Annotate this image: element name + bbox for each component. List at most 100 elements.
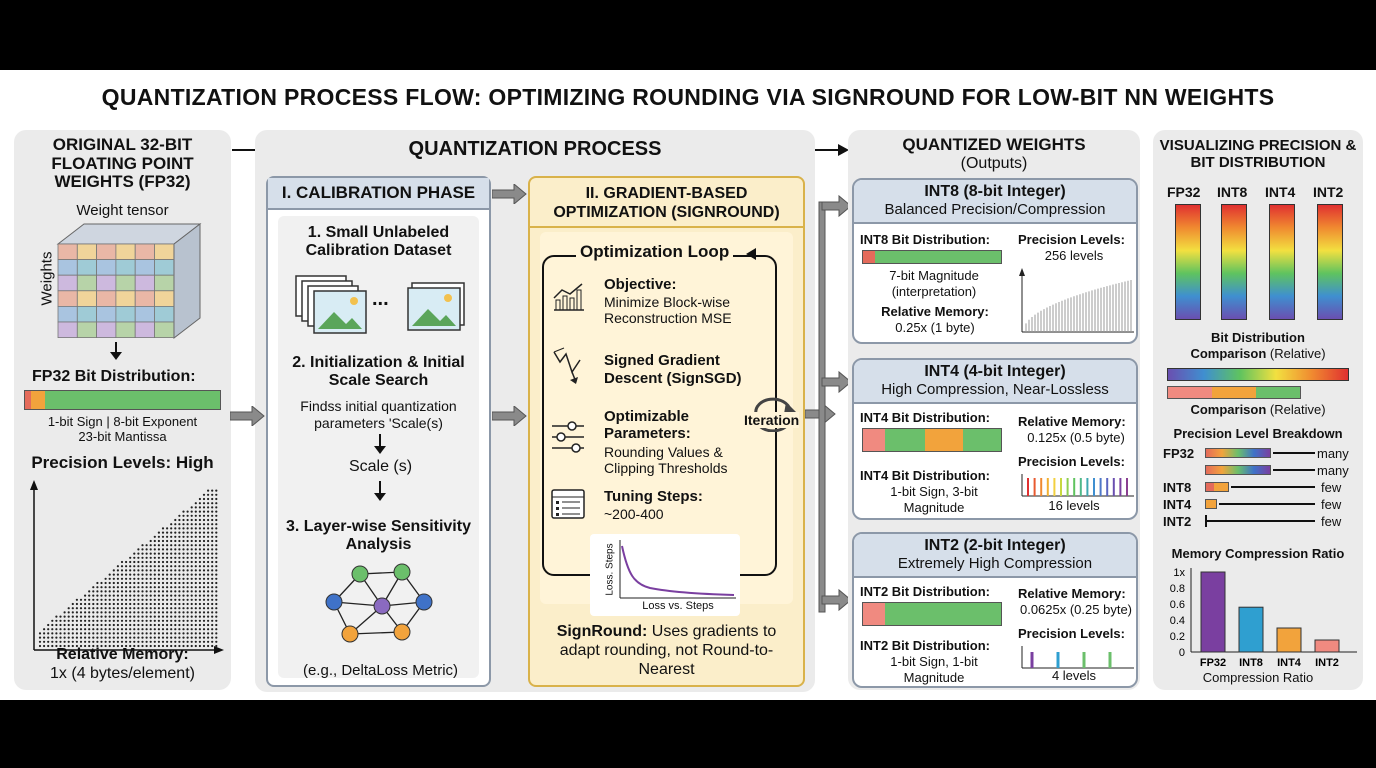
precision-dot — [198, 506, 201, 509]
precision-dot — [75, 619, 78, 622]
precision-dot — [63, 611, 66, 614]
precision-dot — [38, 640, 42, 643]
precision-dot — [170, 611, 173, 614]
precision-dot — [194, 623, 197, 627]
precision-dot — [108, 632, 111, 635]
precision-dot — [190, 644, 193, 648]
precision-dot — [51, 644, 54, 648]
int8-spectrum-bar — [1221, 204, 1247, 320]
precision-dot — [92, 628, 95, 631]
bit-dist-sub-bold: Comparison — [1190, 346, 1267, 361]
col-label-int4: INT4 — [1265, 184, 1296, 200]
precision-dot — [174, 632, 177, 635]
precision-dot — [129, 628, 132, 631]
precision-dot — [125, 619, 128, 622]
precision-dot — [153, 602, 156, 606]
precision-dot — [161, 527, 165, 530]
precision-dot — [141, 569, 144, 572]
precision-dot — [207, 531, 210, 534]
precision-dot — [198, 594, 201, 597]
breakdown-value-2: few — [1321, 480, 1342, 495]
ratio-bar-int8 — [1238, 606, 1264, 653]
precision-dot — [161, 544, 165, 547]
precision-dot — [198, 632, 201, 635]
precision-dot — [202, 640, 206, 643]
precision-dot — [125, 615, 128, 618]
precision-dot — [145, 602, 148, 606]
precision-dot — [190, 539, 193, 543]
precision-dot — [211, 577, 214, 580]
precision-dot — [174, 548, 177, 551]
precision-dot — [120, 565, 124, 568]
comparison-label-bold: Comparison — [1190, 402, 1267, 417]
precision-dot — [120, 636, 124, 639]
precision-dot — [47, 636, 50, 639]
precision-dot — [170, 615, 173, 618]
precision-dot — [166, 628, 169, 631]
precision-dot — [198, 565, 201, 568]
precision-dot — [67, 628, 70, 631]
precision-dot — [149, 640, 152, 643]
flow-arrow-2 — [492, 184, 527, 204]
precision-dot — [92, 594, 95, 597]
precision-dot — [161, 573, 165, 576]
precision-dot — [178, 514, 181, 517]
precision-dot — [145, 615, 148, 618]
precision-dot — [174, 644, 177, 648]
precision-dot — [182, 527, 185, 530]
precision-dot — [84, 632, 87, 635]
precision-dot — [215, 548, 218, 551]
int8-levels: 256 levels — [1044, 248, 1104, 263]
precision-dot — [149, 586, 152, 589]
precision-dot — [186, 565, 189, 568]
precision-dot — [182, 632, 185, 635]
precision-dot — [161, 607, 165, 610]
precision-dot — [194, 577, 197, 580]
precision-dot — [186, 560, 189, 564]
precision-dot — [174, 577, 177, 580]
precision-dot — [215, 560, 218, 564]
precision-dot — [84, 628, 87, 631]
precision-dot — [116, 607, 119, 610]
int4-memory-label: Relative Memory: — [1018, 414, 1126, 429]
precision-dot — [211, 598, 214, 601]
precision-dot — [215, 581, 218, 585]
precision-dot — [190, 615, 193, 618]
precision-dot — [194, 544, 197, 547]
precision-dot — [161, 640, 165, 643]
precision-dot — [182, 586, 185, 589]
precision-dot — [145, 569, 148, 572]
precision-dot — [198, 539, 201, 543]
diagram-canvas: QUANTIZATION PROCESS FLOW: OPTIMIZING RO… — [0, 70, 1376, 700]
precision-dot — [194, 552, 197, 555]
precision-dot — [96, 602, 99, 606]
precision-dot — [215, 644, 218, 648]
spectrum-comparison-bar — [1167, 368, 1349, 381]
precision-dot — [198, 623, 201, 627]
int8-memory-value: 0.25x (1 byte) — [895, 320, 975, 335]
precision-dot — [112, 619, 115, 622]
precision-dot — [116, 577, 119, 580]
precision-dot — [215, 506, 218, 509]
precision-dot — [198, 611, 201, 614]
precision-dot — [215, 640, 218, 643]
precision-dot — [112, 623, 115, 627]
precision-dot — [202, 523, 206, 526]
precision-dot — [112, 573, 115, 576]
precision-dot — [211, 569, 214, 572]
bit-dist-label: Bit Distribution — [1211, 330, 1305, 345]
precision-dot — [190, 535, 193, 538]
precision-dot — [166, 573, 169, 576]
precision-dot — [153, 565, 156, 568]
precision-dot — [88, 598, 91, 601]
precision-dot — [211, 506, 214, 509]
int8-precision-label: Precision Levels: — [1018, 232, 1125, 247]
precision-dot — [149, 581, 152, 585]
precision-dot — [96, 611, 99, 614]
precision-dot — [170, 586, 173, 589]
precision-dot — [129, 565, 132, 568]
precision-dot — [84, 619, 87, 622]
precision-dot — [174, 640, 177, 643]
int2-level-lines — [1021, 646, 1134, 669]
precision-dot — [190, 514, 193, 517]
